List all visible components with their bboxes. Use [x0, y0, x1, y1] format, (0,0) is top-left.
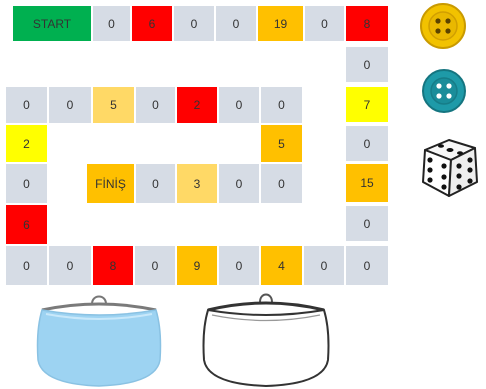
board-cell[interactable]: 0 [260, 163, 303, 204]
board-cell[interactable]: 6 [131, 5, 173, 42]
board-cell[interactable]: 0 [92, 5, 131, 42]
board-cell[interactable]: 0 [135, 86, 176, 124]
dice-icon [419, 136, 481, 202]
board-cell[interactable]: 0 [218, 163, 260, 204]
board-cell[interactable]: 0 [345, 46, 389, 83]
board-cell[interactable]: 2 [176, 86, 218, 124]
yellow-button-token[interactable] [419, 2, 467, 50]
board-cell[interactable]: 0 [5, 163, 48, 204]
board-cell[interactable]: 0 [345, 245, 389, 286]
start-cell[interactable]: START [12, 5, 92, 42]
board-cell[interactable]: 7 [345, 86, 389, 123]
board-cell[interactable]: 2 [5, 124, 48, 163]
board-cell[interactable]: 5 [260, 124, 303, 163]
board-cell[interactable]: 8 [92, 245, 134, 286]
board-cell[interactable]: 3 [176, 163, 218, 204]
board-cell[interactable]: 5 [92, 86, 135, 124]
board-cell[interactable]: 8 [345, 5, 389, 42]
teal-button-token[interactable] [421, 68, 467, 114]
board-cell[interactable]: 0 [303, 245, 345, 286]
board-cell[interactable]: 0 [260, 86, 303, 124]
yellow-button-icon [419, 2, 467, 50]
board-cell[interactable]: 0 [304, 5, 345, 42]
board-cell[interactable]: 0 [5, 245, 48, 286]
board-cell[interactable]: 0 [215, 5, 257, 42]
board-cell[interactable]: 0 [173, 5, 215, 42]
board-cell[interactable]: 0 [218, 245, 260, 286]
board-cell[interactable]: 0 [135, 163, 176, 204]
blue-purse[interactable] [32, 290, 166, 388]
board-cell[interactable]: 0 [5, 86, 48, 124]
finish-cell[interactable]: FİNİŞ [86, 163, 135, 204]
teal-button-icon [421, 68, 467, 114]
board-cell[interactable]: 15 [345, 163, 389, 203]
board-cell[interactable]: 0 [345, 205, 389, 242]
board-cell[interactable]: 19 [257, 5, 304, 42]
board-cell[interactable]: 0 [218, 86, 260, 124]
board-cell[interactable]: 0 [48, 86, 92, 124]
board-cell[interactable]: 9 [176, 245, 218, 286]
board-cell[interactable]: 4 [260, 245, 303, 286]
white-purse-icon [198, 290, 334, 388]
dice[interactable] [419, 136, 481, 202]
board-cell[interactable]: 6 [5, 204, 48, 245]
board-cell[interactable]: 0 [48, 245, 92, 286]
white-purse[interactable] [198, 290, 334, 388]
board-cell[interactable]: 0 [345, 125, 389, 162]
blue-purse-icon [32, 290, 166, 388]
board-cell[interactable]: 0 [134, 245, 176, 286]
